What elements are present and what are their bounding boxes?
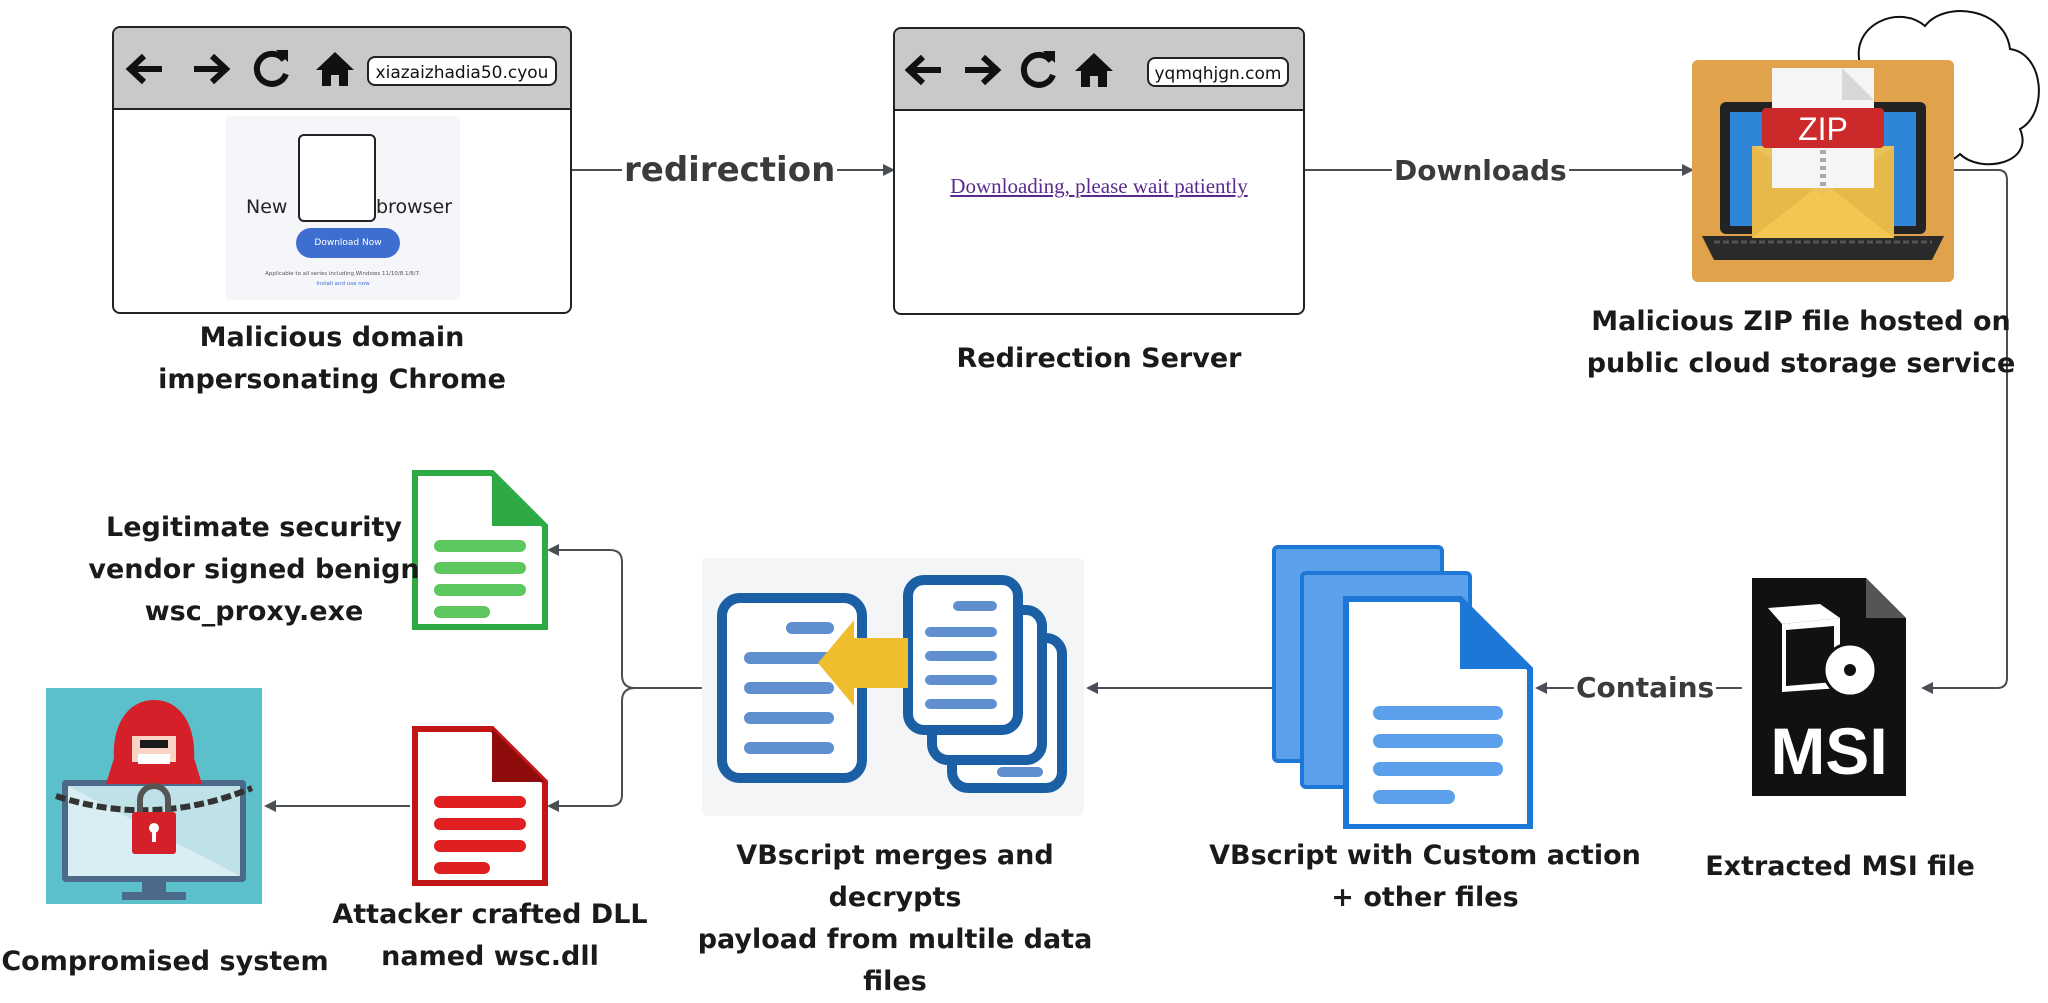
caption-redirection-server: Redirection Server xyxy=(956,343,1242,374)
laptop-zip-icon: ZIP xyxy=(1692,60,1954,282)
downloading-link[interactable]: Downloading, please wait patiently xyxy=(950,174,1248,198)
documents-stack-icon xyxy=(1272,545,1533,829)
edge-label-contains: Contains xyxy=(1574,671,1717,704)
logo-placeholder xyxy=(298,134,376,222)
home-icon xyxy=(316,52,354,86)
caption-compromised-system: Compromised system xyxy=(1,946,329,977)
forward-arrow-icon xyxy=(965,54,1002,86)
malicious-domain-browser: xiazaizhadia50.cyou New browser Download… xyxy=(112,26,572,314)
caption-msi-file: Extracted MSI file xyxy=(1705,851,1975,882)
zip-badge-text: ZIP xyxy=(1798,111,1848,147)
redirection-server-browser: yqmqhjgn.com Downloading, please wait pa… xyxy=(893,27,1305,315)
msi-file-icon: MSI xyxy=(1752,578,1906,796)
red-document-icon xyxy=(412,726,548,886)
arrow-to-dll xyxy=(547,687,636,812)
browser-toolbar: yqmqhjgn.com xyxy=(895,29,1303,111)
fake-chrome-page-thumbnail: New browser Download Now Applicable to a… xyxy=(226,116,460,300)
merge-documents-icon xyxy=(702,558,1084,816)
browser-toolbar: xiazaizhadia50.cyou xyxy=(114,28,570,110)
edge-label-downloads: Downloads xyxy=(1392,154,1569,187)
caption-vbscript-files: VBscript with Custom action+ other files xyxy=(1209,840,1641,913)
address-bar[interactable]: xiazaizhadia50.cyou xyxy=(367,56,557,86)
home-icon xyxy=(1075,53,1113,87)
msi-badge-text: MSI xyxy=(1770,714,1887,788)
address-bar[interactable]: yqmqhjgn.com xyxy=(1147,57,1289,87)
green-document-icon xyxy=(412,470,548,630)
thumbnail-fine-print: Applicable to all series including Windo… xyxy=(265,271,421,277)
reload-icon xyxy=(253,50,289,87)
back-arrow-icon xyxy=(125,53,162,85)
thumbnail-install-link[interactable]: Install and use now xyxy=(316,281,370,287)
thumbnail-text-browser: browser xyxy=(376,196,453,218)
back-arrow-icon xyxy=(904,54,941,86)
arrow-to-legit xyxy=(547,544,636,689)
forward-arrow-icon xyxy=(194,53,231,85)
arrow-zip-to-msi xyxy=(1921,169,2008,694)
download-now-button[interactable]: Download Now xyxy=(296,228,400,258)
hacker-computer-icon xyxy=(46,688,262,904)
thumbnail-text-new: New xyxy=(246,196,288,218)
edge-label-redirection: redirection xyxy=(622,150,838,190)
reload-icon xyxy=(1020,51,1056,88)
